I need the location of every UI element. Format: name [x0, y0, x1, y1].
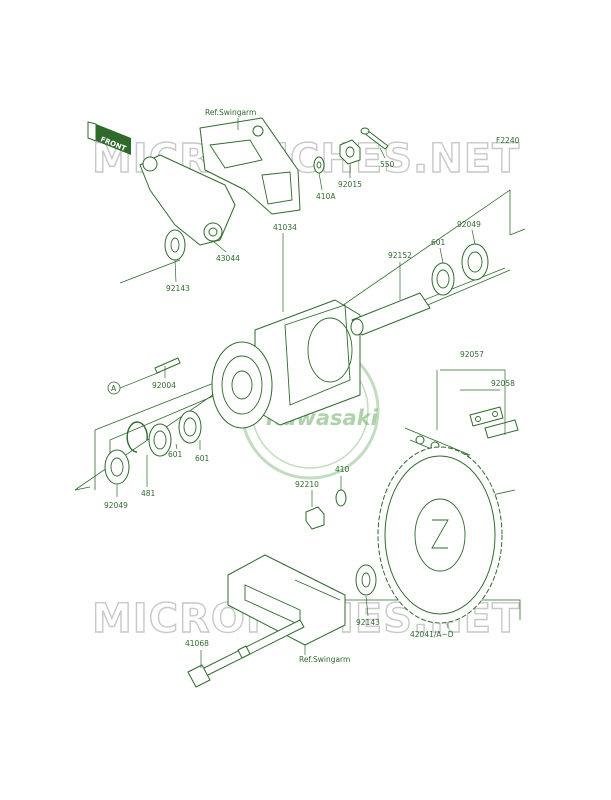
part-label-92058: 92058: [491, 379, 515, 388]
callout-marker-a: A: [107, 371, 161, 395]
master-link-92058: [469, 406, 519, 439]
part-label-601-top: 601: [431, 238, 446, 247]
part-label-92004: 92004: [152, 381, 176, 390]
seal-92049-bottom: [104, 449, 130, 485]
part-label-92143-top: 92143: [166, 284, 190, 293]
part-label-41034: 41034: [273, 223, 297, 232]
stud-92004: [154, 357, 181, 374]
part-label-41068: 41068: [185, 639, 209, 648]
part-label-92143-bottom: 92143: [356, 618, 380, 627]
part-label-43044: 43044: [216, 254, 240, 263]
figure-code: F2240: [496, 136, 520, 145]
part-label-601-a: 601: [168, 450, 183, 459]
washer-92143-bottom: [355, 564, 377, 596]
caliper-bracket-part: [139, 117, 301, 246]
washer-410: [335, 489, 347, 507]
ref-swingarm-bottom: Ref.Swingarm: [299, 655, 350, 664]
callout-marker-a-text: A: [111, 384, 117, 393]
ref-swingarm-top: Ref.Swingarm: [205, 108, 256, 117]
cotter-pin-550: [360, 127, 389, 150]
nut-92015: [339, 139, 361, 165]
part-label-550: 550: [380, 160, 395, 169]
part-label-92049-bottom: 92049: [104, 501, 128, 510]
part-label-92049-top: 92049: [457, 220, 481, 229]
part-label-92057: 92057: [460, 350, 484, 359]
spacer-92152: [350, 292, 431, 336]
part-label-481: 481: [141, 489, 156, 498]
bearing-601-a: [148, 423, 172, 457]
bearing-601-top: [431, 262, 455, 296]
part-label-410a: 410A: [316, 192, 336, 201]
rear-sprocket-part: [377, 446, 503, 624]
bearing-601-b: [178, 410, 202, 444]
part-label-92015: 92015: [338, 180, 362, 189]
part-labels: 41034 92049 601 92152 410A 92015 550 430…: [104, 160, 515, 648]
part-label-601-b: 601: [195, 454, 210, 463]
part-label-92210: 92210: [295, 480, 319, 489]
nut-92210: [305, 506, 325, 530]
washer-410a: [313, 156, 325, 174]
part-label-92152: 92152: [388, 251, 412, 260]
circlip-481: [126, 421, 148, 453]
leader-lines: [116, 118, 506, 668]
rear-hub-part: [211, 299, 361, 429]
axle-41068: [187, 619, 305, 688]
chain-adjuster-part: [227, 554, 346, 646]
part-label-42041: 42041/A~D: [410, 630, 454, 639]
washer-92143-top: [164, 229, 186, 261]
seal-92049-top: [461, 243, 489, 281]
part-label-410: 410: [335, 465, 350, 474]
